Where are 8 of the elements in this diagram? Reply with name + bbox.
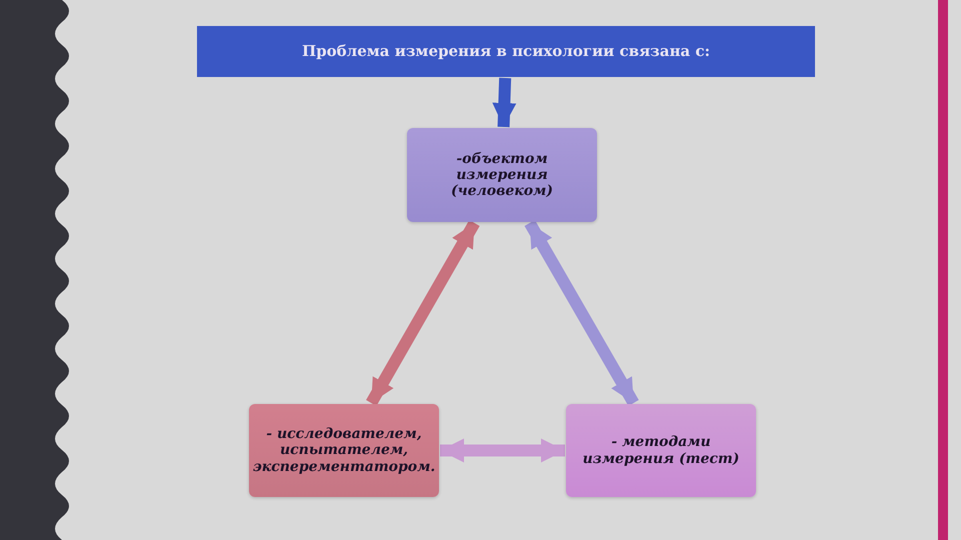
process-box: - методами измерения (тест) [566, 404, 756, 497]
arrow [366, 220, 480, 406]
arrow [440, 438, 565, 462]
process-box: -объектом измерения (человеком) [407, 128, 597, 222]
heading-box: Проблема измерения в психологии связана с: [197, 26, 815, 77]
arrow [524, 220, 639, 406]
process-box: - исследователем, испытателем, эксперементатором. [249, 404, 439, 497]
arrow [492, 78, 516, 128]
